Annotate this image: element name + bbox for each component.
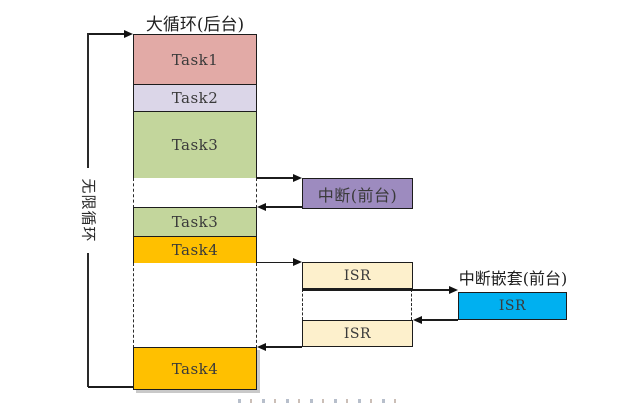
task4-box: Task4: [133, 236, 257, 264]
task3-label: Task3: [171, 136, 219, 154]
loop-left-line-lower: [87, 253, 89, 387]
task1-box: Task1: [133, 34, 257, 85]
clipped-caption-fragments: [238, 399, 406, 403]
nested-isr-label: ISR: [498, 298, 527, 314]
arrow-stack-to-interrupt-line: [257, 177, 294, 179]
nested-isr-box: ISR: [458, 292, 567, 320]
loop-top-line: [88, 33, 126, 35]
stack-suspended-gap-2: [133, 263, 257, 348]
arrow-stack-to-isr1-line: [257, 261, 294, 263]
background-loop-title: 大循环(后台): [145, 15, 245, 35]
loop-bottom-line: [88, 386, 134, 388]
stack-suspended-gap-1: [133, 178, 257, 208]
arrow-nested-return-line: [420, 319, 458, 321]
task4-label: Task4: [171, 241, 219, 259]
arrow-nested-return-head-icon: [413, 315, 422, 324]
arrow-isr2-return-head-icon: [257, 342, 266, 351]
task1-label: Task1: [171, 50, 219, 69]
loop-left-line-upper: [87, 33, 89, 168]
arrow-interrupt-return-head-icon: [257, 202, 266, 211]
nested-interrupt-title: 中断嵌套(前台): [458, 269, 568, 288]
isr-gap-right-dash: [411, 289, 412, 320]
task4-resume-label: Task4: [171, 359, 219, 378]
isr1-label: ISR: [343, 267, 372, 284]
isr2-box: ISR: [302, 320, 413, 347]
task3-resume-box: Task3: [133, 207, 257, 237]
arrow-isr1-to-nested-line: [302, 289, 450, 291]
task2-box: Task2: [133, 84, 257, 112]
arrow-stack-to-isr1-head-icon: [293, 258, 302, 266]
arrow-isr1-to-nested-head-icon: [449, 285, 458, 294]
isr-gap-left-dash: [302, 289, 303, 320]
isr2-label: ISR: [343, 325, 372, 342]
isr1-box: ISR: [302, 262, 413, 289]
arrow-isr2-return-line: [264, 346, 302, 348]
task2-label: Task2: [171, 89, 219, 107]
task4-resume-box: Task4: [133, 347, 257, 390]
infinite-loop-label: 无限循环: [79, 178, 98, 243]
arrow-interrupt-return-line: [264, 206, 302, 208]
interrupt-box: 中断(前台): [302, 178, 413, 209]
interrupt-label: 中断(前台): [317, 185, 398, 205]
task3-box: Task3: [133, 111, 257, 179]
loop-entry-arrowhead-icon: [124, 29, 133, 38]
arrow-stack-to-interrupt-head-icon: [293, 173, 302, 182]
task3-resume-label: Task3: [171, 213, 219, 231]
